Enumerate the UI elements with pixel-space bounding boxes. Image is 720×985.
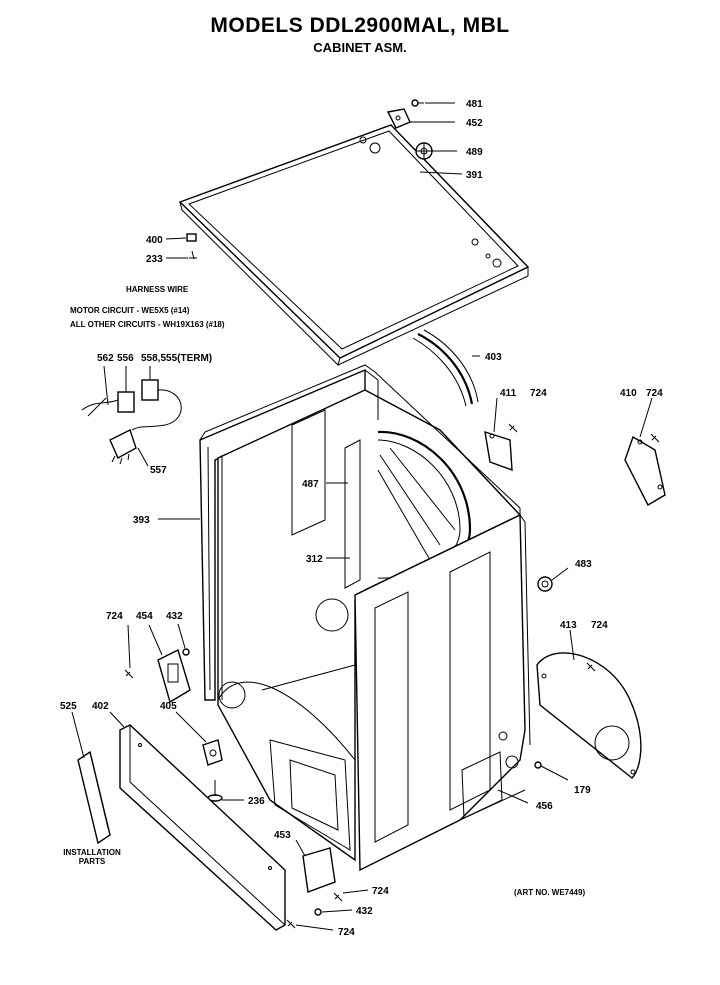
screw-179 xyxy=(534,761,569,781)
label-410: 410 xyxy=(620,388,637,399)
harness-assembly xyxy=(81,379,182,465)
terminal-block-453 xyxy=(302,847,336,893)
label-454: 454 xyxy=(136,611,153,622)
installation-label: INSTALLATION xyxy=(63,848,121,857)
label-411: 411 xyxy=(500,388,517,399)
clip-400 xyxy=(186,233,197,242)
label-487: 487 xyxy=(302,479,319,490)
label-724-c: 724 xyxy=(106,611,123,622)
label-233: 233 xyxy=(146,254,163,265)
label-453: 453 xyxy=(274,830,291,841)
screw-724-d xyxy=(586,662,596,672)
label-312: 312 xyxy=(306,554,323,565)
screw-233 xyxy=(189,250,197,260)
label-724-b: 724 xyxy=(646,388,663,399)
label-402: 402 xyxy=(92,701,109,712)
page-subtitle: CABINET ASM. xyxy=(313,40,407,55)
screw-724-b xyxy=(650,433,660,443)
panel-410 xyxy=(624,435,666,506)
grommet-483 xyxy=(537,576,553,592)
label-483: 483 xyxy=(575,559,592,570)
label-391: 391 xyxy=(466,170,483,181)
label-724-d: 724 xyxy=(591,620,608,631)
bracket-405 xyxy=(202,739,223,766)
label-481: 481 xyxy=(466,99,483,110)
label-432-b: 432 xyxy=(356,906,373,917)
label-724-f: 724 xyxy=(338,927,355,938)
label-558-555-term: 558,555(TERM) xyxy=(141,353,212,364)
knob-489 xyxy=(415,142,433,160)
screw-481 xyxy=(411,99,424,107)
access-cover-413 xyxy=(536,652,642,779)
label-456: 456 xyxy=(536,801,553,812)
label-724-e: 724 xyxy=(372,886,389,897)
bracket-411 xyxy=(484,430,513,472)
art-number: (ART NO. WE7449) xyxy=(514,888,586,897)
screw-724-e xyxy=(333,892,343,902)
nut-432-b xyxy=(314,908,322,916)
label-556: 556 xyxy=(117,353,134,364)
label-405: 405 xyxy=(160,701,177,712)
leveling-leg-236 xyxy=(207,780,244,802)
part-labels: 481 452 489 391 400 233 562 556 558,555(… xyxy=(60,99,663,938)
parts-label: PARTS xyxy=(78,857,106,866)
label-393: 393 xyxy=(133,515,150,526)
screw-724-f xyxy=(286,919,296,929)
label-413: 413 xyxy=(560,620,577,631)
screw-724-c xyxy=(124,669,134,679)
label-452: 452 xyxy=(466,118,483,129)
page-title: MODELS DDL2900MAL, MBL xyxy=(210,14,510,37)
label-236: 236 xyxy=(248,796,265,807)
toe-panel-402 xyxy=(119,724,286,931)
motor-circuit-note: MOTOR CIRCUIT - WE5X5 (#14) xyxy=(70,306,190,315)
label-400: 400 xyxy=(146,235,163,246)
label-557: 557 xyxy=(150,465,167,476)
leader-lines xyxy=(71,102,653,931)
wire-harness-403 xyxy=(412,329,479,407)
cabinet xyxy=(199,364,531,872)
label-403: 403 xyxy=(485,352,502,363)
label-432-a: 432 xyxy=(166,611,183,622)
other-circuits-note: ALL OTHER CIRCUITS - WH19X163 (#18) xyxy=(70,320,225,329)
nut-432-a xyxy=(182,648,190,656)
top-cover xyxy=(178,124,530,366)
label-179: 179 xyxy=(574,785,591,796)
label-489: 489 xyxy=(466,147,483,158)
screw-724-a xyxy=(508,423,518,433)
installation-parts-bag-525 xyxy=(77,750,111,845)
label-724-a: 724 xyxy=(530,388,547,399)
switch-454 xyxy=(157,649,191,704)
label-525: 525 xyxy=(60,701,77,712)
harness-wire-heading: HARNESS WIRE xyxy=(126,285,189,294)
label-562: 562 xyxy=(97,353,114,364)
